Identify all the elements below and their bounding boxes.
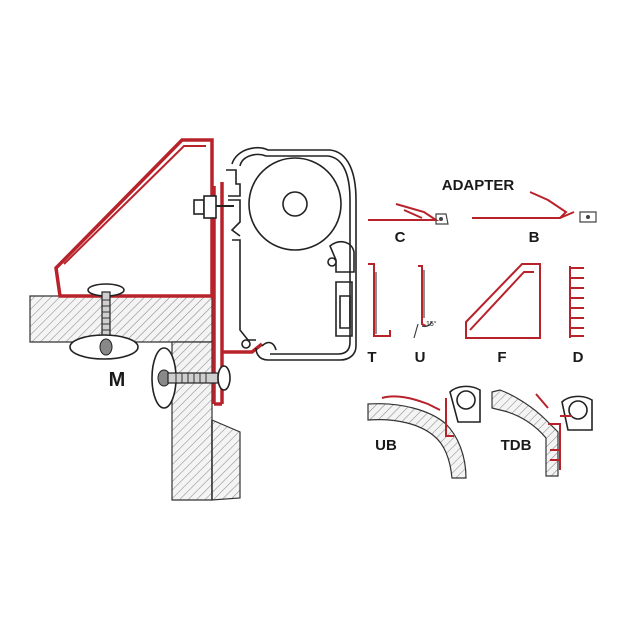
label-f: F	[497, 349, 506, 366]
label-m: M	[109, 369, 126, 391]
awning-cassette	[226, 146, 357, 361]
bolt-side-icon	[151, 347, 231, 409]
adapter-t: T	[367, 263, 391, 366]
adapter-f: F	[465, 263, 541, 366]
label-c: C	[395, 229, 406, 246]
label-ub: UB	[375, 437, 397, 454]
angle-label: 15°	[426, 320, 437, 328]
label-d: D	[573, 349, 584, 366]
side-wall-section	[171, 341, 213, 501]
adapter-heading: ADAPTER	[442, 177, 515, 194]
triangle-bracket-red	[54, 138, 214, 298]
wall-cladding	[211, 419, 241, 501]
label-u: U	[415, 349, 426, 366]
label-tdb: TDB	[501, 437, 532, 454]
adapter-d: D	[569, 266, 584, 366]
label-b: B	[529, 229, 540, 246]
label-t: T	[367, 349, 376, 366]
adapter-u: 15° U	[413, 265, 437, 366]
nut-icon	[193, 195, 234, 219]
install-ub: UB	[367, 385, 481, 479]
install-tdb: TDB	[491, 389, 593, 477]
adapter-c: C	[368, 203, 449, 246]
roof-wall-section	[29, 295, 213, 343]
adapter-b: B	[472, 191, 597, 246]
main-bracket-drawing: M	[29, 138, 357, 501]
bolt-top-icon	[69, 283, 139, 360]
